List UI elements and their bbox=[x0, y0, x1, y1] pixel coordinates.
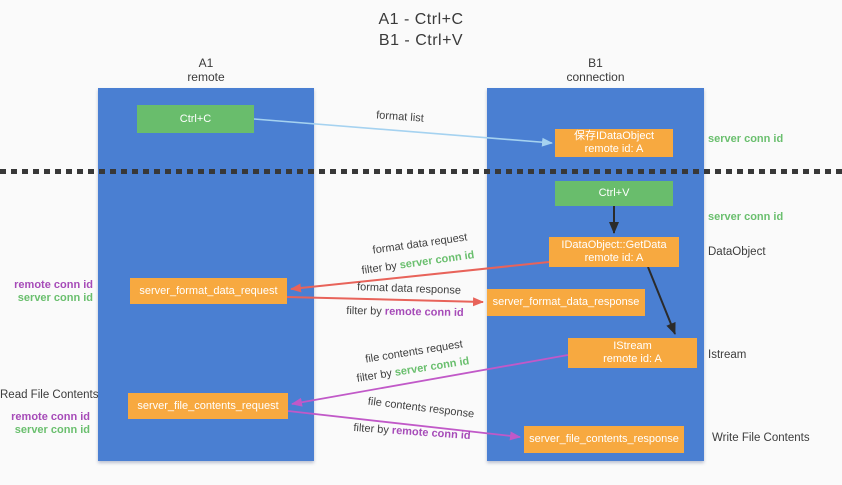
lane-header-b1: B1 connection bbox=[487, 56, 704, 84]
ctrl-v-box: Ctrl+V bbox=[555, 181, 673, 206]
remote-conn-id-text: remote conn id bbox=[384, 305, 464, 320]
getdata-line2: remote id: A bbox=[584, 252, 644, 264]
file-request-box: server_file_contents_request bbox=[128, 393, 288, 419]
left-server-conn-id-2: server conn id bbox=[14, 424, 90, 436]
format-request-label: server_format_data_request bbox=[139, 284, 278, 297]
filter-by-text: filter by bbox=[353, 421, 393, 437]
filter-by-remote-conn-id-label-1: filter by remote conn id bbox=[346, 305, 464, 319]
getdata-box: IDataObject::GetData remote id: A bbox=[549, 237, 679, 267]
lane-a1-name: A1 bbox=[198, 56, 214, 70]
istream-line2: remote id: A bbox=[603, 353, 662, 365]
write-file-contents-label: Write File Contents bbox=[712, 432, 810, 444]
getdata-line1: IDataObject::GetData bbox=[561, 239, 667, 251]
save-dataobject-line2: remote id: A bbox=[584, 143, 644, 155]
lane-b1-subtitle: connection bbox=[566, 70, 625, 84]
format-data-response-arrow bbox=[286, 296, 484, 307]
file-response-label: server_file_contents_response bbox=[529, 433, 679, 445]
remote-conn-id-text: remote conn id bbox=[391, 424, 471, 443]
ctrl-c-label: Ctrl+C bbox=[179, 112, 212, 125]
left-conn-id-group-2: remote conn id server conn id bbox=[0, 411, 90, 437]
ctrl-v-label: Ctrl+V bbox=[598, 187, 630, 199]
right-server-conn-id-top: server conn id bbox=[708, 133, 784, 145]
read-file-contents-label: Read File Contents bbox=[0, 389, 99, 401]
lane-a1-subtitle: remote bbox=[187, 70, 225, 84]
save-dataobject-box: 保存IDataObject remote id: A bbox=[555, 129, 673, 157]
lane-b1-name: B1 bbox=[588, 56, 603, 70]
title-line-1: A1 - Ctrl+C bbox=[378, 11, 464, 28]
lane-header-a1: A1 remote bbox=[98, 56, 314, 84]
filter-by-text: filter by bbox=[346, 304, 385, 318]
save-dataobject-line1: 保存IDataObject bbox=[573, 130, 655, 142]
file-contents-response-label: file contents response bbox=[367, 395, 475, 421]
format-list-label: format list bbox=[375, 109, 425, 125]
istream-line1: IStream bbox=[613, 340, 652, 352]
istream-box: IStream remote id: A bbox=[568, 338, 697, 368]
diagram-title: A1 - Ctrl+C B1 - Ctrl+V bbox=[0, 9, 842, 51]
dataobject-side-label: DataObject bbox=[708, 246, 766, 258]
file-response-box: server_file_contents_response bbox=[524, 426, 684, 453]
filter-by-text: filter by bbox=[355, 366, 396, 385]
filter-by-remote-conn-id-label-2: filter by remote conn id bbox=[353, 422, 471, 442]
format-response-label: server_format_data_response bbox=[492, 296, 640, 308]
left-conn-id-group-1: remote conn id server conn id bbox=[0, 279, 93, 305]
left-remote-conn-id-2: remote conn id bbox=[11, 411, 90, 423]
title-line-2: B1 - Ctrl+V bbox=[378, 32, 464, 49]
server-conn-id-text: server conn id bbox=[398, 249, 476, 272]
file-request-label: server_file_contents_request bbox=[137, 399, 279, 412]
left-server-conn-id-1: server conn id bbox=[17, 292, 93, 304]
dotted-divider bbox=[0, 169, 842, 174]
left-remote-conn-id-1: remote conn id bbox=[14, 279, 93, 291]
istream-side-label: Istream bbox=[708, 349, 747, 361]
right-server-conn-id-mid: server conn id bbox=[708, 211, 784, 223]
filter-by-text: filter by bbox=[360, 259, 401, 277]
format-response-box: server_format_data_response bbox=[487, 289, 645, 316]
ctrl-c-box: Ctrl+C bbox=[137, 105, 254, 133]
format-data-response-label: format data response bbox=[356, 281, 462, 297]
format-request-box: server_format_data_request bbox=[130, 278, 287, 304]
